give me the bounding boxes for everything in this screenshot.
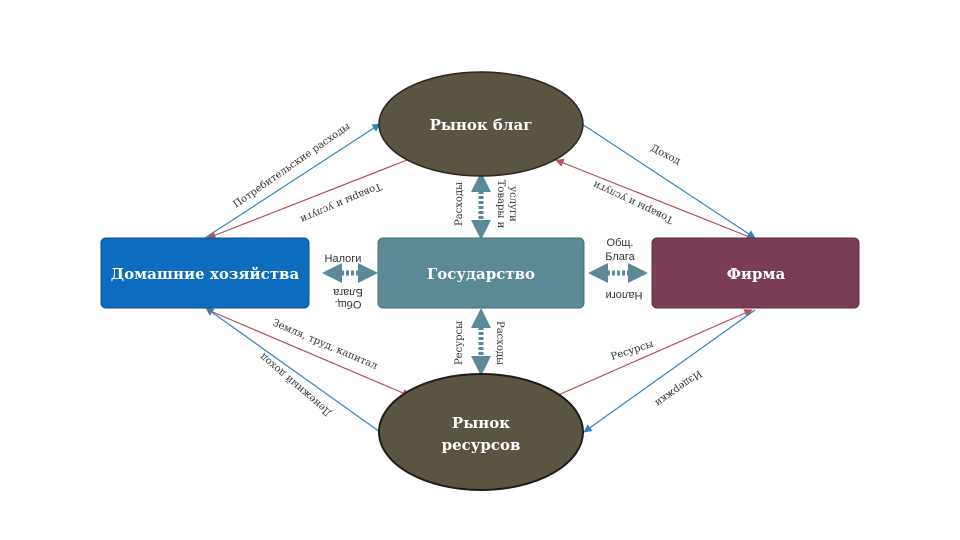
land-labor-capital-label: Земля, труд, капитал: [271, 318, 379, 372]
taxes-right-label: Налоги: [606, 289, 643, 301]
public-goods-left-line2: Блага: [332, 286, 362, 298]
public-goods-right-line1: Общ.: [607, 237, 634, 249]
goods-services-right-label: Товары и услуги: [591, 178, 675, 225]
arrow-resource-market-to-firm: [555, 309, 753, 397]
taxes-left-label: Налоги: [325, 253, 362, 265]
arrow-firm-to-goods-market: [555, 158, 753, 239]
goods-market-label: Рынок благ: [430, 116, 533, 134]
arrow-resource-market-to-households: [205, 307, 381, 433]
arrow-households-to-resource-market: [207, 309, 411, 397]
public-goods-right-line2: Блага: [605, 251, 635, 263]
gov-goods-label-line2: услуги: [507, 186, 518, 222]
households-node: [100, 237, 310, 309]
government-node: [377, 237, 585, 309]
firm-label: Фирма: [727, 265, 786, 283]
arrow-goods-market-to-firm: [581, 123, 756, 239]
costs-label: Издержки: [652, 368, 703, 409]
resource-market-node: [378, 373, 584, 491]
public-goods-left-line1: Общ.: [335, 298, 362, 310]
money-income-label: Денежный доход: [258, 351, 334, 418]
spending-gov-bottom-label: Расходы: [494, 321, 505, 365]
arrow-firm-to-resource-market: [583, 309, 756, 433]
firm-node: [651, 237, 860, 309]
gov-goods-label-line1: Товары и: [495, 180, 506, 229]
consumer-spending-label: Потребительские расходы: [231, 121, 352, 210]
arrow-goods-market-to-households: [207, 159, 408, 240]
resource-market-label-line1: Рынок: [452, 414, 510, 432]
resources-firm-label: Ресурсы: [610, 339, 655, 363]
government-label: Государство: [427, 265, 535, 283]
goods-market-node: [378, 71, 584, 177]
goods-services-left-label: Товары и услуги: [298, 180, 383, 224]
gov-spending-top-label: Расходы: [454, 182, 465, 226]
arrow-households-to-goods-market: [204, 123, 381, 239]
income-label: Доход: [649, 143, 683, 167]
households-label: Домашние хозяйства: [111, 265, 300, 283]
resources-gov-label: Ресурсы: [454, 321, 465, 365]
resource-market-label-line2: ресурсов: [442, 436, 521, 454]
